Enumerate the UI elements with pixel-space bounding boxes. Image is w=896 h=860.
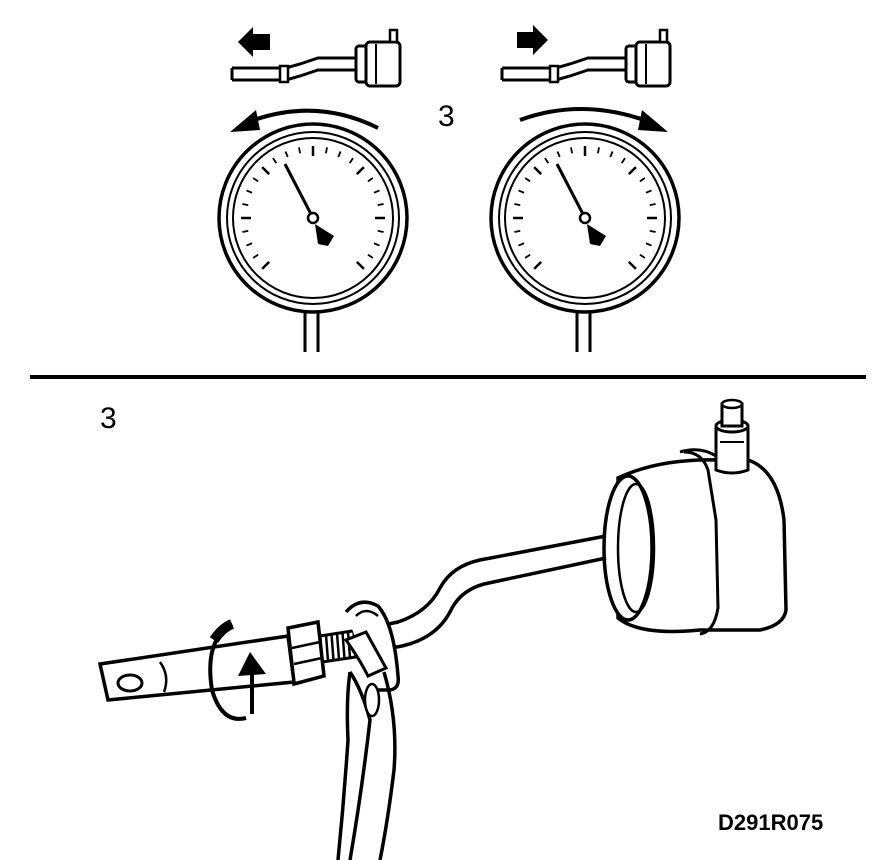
thread-line	[324, 634, 330, 662]
gauge-tick	[272, 157, 278, 164]
gauge-tick	[242, 229, 249, 233]
actuator-rod	[359, 534, 607, 656]
gauge-tick	[377, 229, 384, 233]
gauge-tick	[298, 147, 302, 154]
callout-number-bottom: 3	[100, 402, 117, 435]
right-actuator-sketch	[500, 25, 672, 88]
gauge-tick	[627, 260, 637, 270]
gauge-tick	[627, 166, 637, 176]
gauge-tick	[518, 242, 525, 247]
gauge-tick	[246, 242, 253, 247]
gauge-tick	[649, 229, 656, 233]
gauge-tick	[609, 151, 614, 158]
rod-end-clevis	[97, 634, 296, 702]
gauge-tick	[514, 203, 521, 207]
gauge-tick	[533, 260, 543, 270]
gauge-tick	[355, 260, 365, 270]
bottom-panel: 3	[97, 398, 788, 860]
gauge-tick	[524, 177, 531, 183]
gauge-tick	[596, 147, 600, 154]
gauge-tick	[355, 166, 365, 176]
thread-line	[330, 634, 335, 661]
gauge-scale-ticks	[241, 146, 385, 270]
actuator-canister	[602, 398, 788, 636]
gauge-tick	[261, 260, 271, 270]
arrow-cw-icon	[519, 107, 645, 122]
gauge-tick	[284, 151, 289, 158]
top-panel: 3	[217, 25, 681, 352]
gauge-tick	[620, 157, 626, 164]
thread-line	[341, 632, 346, 659]
arrow-ccw-icon	[253, 108, 379, 130]
gauge-tick	[544, 157, 550, 164]
thread-line	[335, 633, 341, 660]
gauge-tick	[337, 151, 342, 158]
right-gauge	[489, 107, 681, 352]
gauge-tick	[373, 189, 380, 194]
gauge-scale-ticks	[513, 146, 657, 270]
gauge-tick	[645, 189, 652, 194]
figure-code: D291R075	[718, 810, 823, 835]
gauge-tick	[639, 177, 646, 183]
gauge-tick	[261, 166, 271, 176]
left-gauge	[217, 108, 409, 352]
gauge-tick	[377, 203, 384, 207]
gauge-tick	[645, 242, 652, 247]
arrow-left-icon	[238, 27, 270, 57]
gauge-tick	[252, 177, 259, 183]
gauge-tick	[246, 189, 253, 194]
gauge-tick	[524, 253, 531, 259]
gauge-tick	[242, 203, 249, 207]
gauge-tick	[367, 177, 374, 183]
left-actuator-sketch	[230, 27, 402, 88]
gauge-tick	[324, 147, 328, 154]
wrench-icon	[336, 630, 397, 860]
gauge-tick	[373, 242, 380, 247]
arrow-right-icon	[517, 25, 548, 55]
gauge-tick	[649, 203, 656, 207]
gauge-tick	[514, 229, 521, 233]
rotate-arrow-icon	[208, 619, 266, 721]
gauge-tick	[348, 157, 354, 164]
gauge-tick	[367, 253, 374, 259]
gauge-tick	[556, 151, 561, 158]
callout-number-top: 3	[438, 100, 455, 133]
rod-end-hole	[116, 673, 144, 693]
gauge-tick	[533, 166, 543, 176]
gauge-tick	[570, 147, 574, 154]
gauge-tick	[639, 253, 646, 259]
gauge-tick	[252, 253, 259, 259]
gauge-tick	[518, 189, 525, 194]
